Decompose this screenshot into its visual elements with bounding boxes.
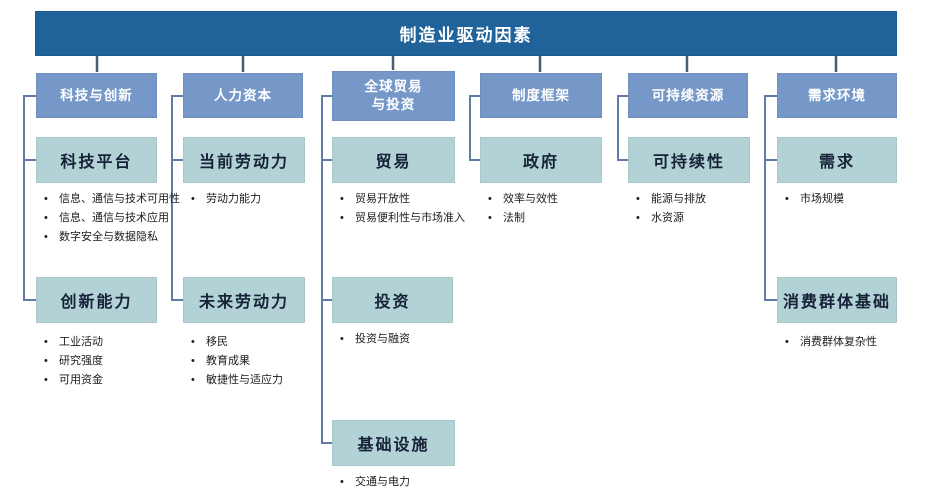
bullet-list: 移民 教育成果 敏捷性与适应力: [183, 333, 283, 390]
banner-to-category-stubs: [95, 56, 838, 72]
sub-box-title: 消费群体基础: [782, 294, 891, 311]
bullet-list: 劳动力能力: [183, 190, 261, 209]
sub-box-title: 未来劳动力: [198, 294, 289, 311]
sub-box-title: 基础设施: [357, 437, 430, 454]
bullet-item: 信息、通信与技术可用性: [36, 190, 180, 209]
sub-box-title: 需求: [818, 154, 855, 171]
bullet-item: 敏捷性与适应力: [183, 371, 283, 390]
bullet-item: 效率与效性: [480, 190, 558, 209]
bullet-item: 工业活动: [36, 333, 103, 352]
bullet-item: 劳动力能力: [183, 190, 261, 209]
bullet-item: 可用资金: [36, 371, 103, 390]
sub-box-title: 可持续性: [652, 154, 725, 171]
category-box-global-trade-investment: 全球贸易 与投资: [332, 71, 455, 121]
sub-box-current-workforce: 当前劳动力: [183, 137, 305, 183]
category-label: 人力资本: [214, 87, 272, 103]
diagram-title: 制造业驱动因素: [399, 26, 533, 45]
bullet-item: 市场规模: [777, 190, 844, 209]
category-box-sustainable-resources: 可持续资源: [628, 73, 748, 118]
sub-box-future-workforce: 未来劳动力: [183, 277, 305, 323]
category-label: 制度框架: [512, 87, 570, 103]
bullet-item: 贸易便利性与市场准入: [332, 209, 465, 228]
bullet-item: 数字安全与数据隐私: [36, 228, 180, 247]
bullet-list: 交通与电力: [332, 473, 410, 492]
sub-box-title: 贸易: [375, 154, 412, 171]
bullet-list: 能源与排放 水资源: [628, 190, 706, 228]
bullet-list: 消费群体复杂性: [777, 333, 877, 352]
bullet-item: 水资源: [628, 209, 706, 228]
bullet-item: 交通与电力: [332, 473, 410, 492]
bullet-item: 能源与排放: [628, 190, 706, 209]
category-box-institutional-framework: 制度框架: [480, 73, 602, 118]
bullet-item: 消费群体复杂性: [777, 333, 877, 352]
sub-box-government: 政府: [480, 137, 602, 183]
bullet-item: 投资与融资: [332, 330, 410, 349]
sub-box-infrastructure: 基础设施: [332, 420, 455, 466]
diagram-title-banner: 制造业驱动因素: [35, 11, 897, 56]
sub-box-tech-platform: 科技平台: [36, 137, 157, 183]
bullet-item: 教育成果: [183, 352, 283, 371]
category-label: 全球贸易 与投资: [364, 79, 423, 112]
bullet-list: 投资与融资: [332, 330, 410, 349]
bullet-item: 移民: [183, 333, 283, 352]
bullet-item: 贸易开放性: [332, 190, 465, 209]
sub-box-title: 科技平台: [60, 154, 133, 171]
category-label: 可持续资源: [651, 87, 725, 103]
bullet-list: 效率与效性 法制: [480, 190, 558, 228]
sub-box-title: 投资: [374, 294, 411, 311]
sub-box-title: 创新能力: [60, 294, 133, 311]
category-box-demand-environment: 需求环境: [777, 73, 897, 118]
category-label: 科技与创新: [60, 87, 133, 103]
bullet-item: 法制: [480, 209, 558, 228]
category-label: 需求环境: [808, 87, 866, 103]
bullet-item: 研究强度: [36, 352, 103, 371]
category-box-human-capital: 人力资本: [183, 73, 303, 118]
category-box-tech-innovation: 科技与创新: [36, 73, 157, 118]
sub-box-sustainability: 可持续性: [628, 137, 750, 183]
bullet-list: 工业活动 研究强度 可用资金: [36, 333, 103, 390]
bullet-item: 信息、通信与技术应用: [36, 209, 180, 228]
bullet-list: 信息、通信与技术可用性 信息、通信与技术应用 数字安全与数据隐私: [36, 190, 180, 247]
sub-box-innovation-capability: 创新能力: [36, 277, 157, 323]
sub-box-investment: 投资: [332, 277, 453, 323]
sub-box-trade: 贸易: [332, 137, 455, 183]
sub-box-consumer-base: 消费群体基础: [777, 277, 897, 323]
bullet-list: 市场规模: [777, 190, 844, 209]
bullet-list: 贸易开放性 贸易便利性与市场准入: [332, 190, 465, 228]
sub-box-demand: 需求: [777, 137, 897, 183]
sub-box-title: 政府: [522, 154, 559, 171]
sub-box-title: 当前劳动力: [198, 154, 289, 171]
